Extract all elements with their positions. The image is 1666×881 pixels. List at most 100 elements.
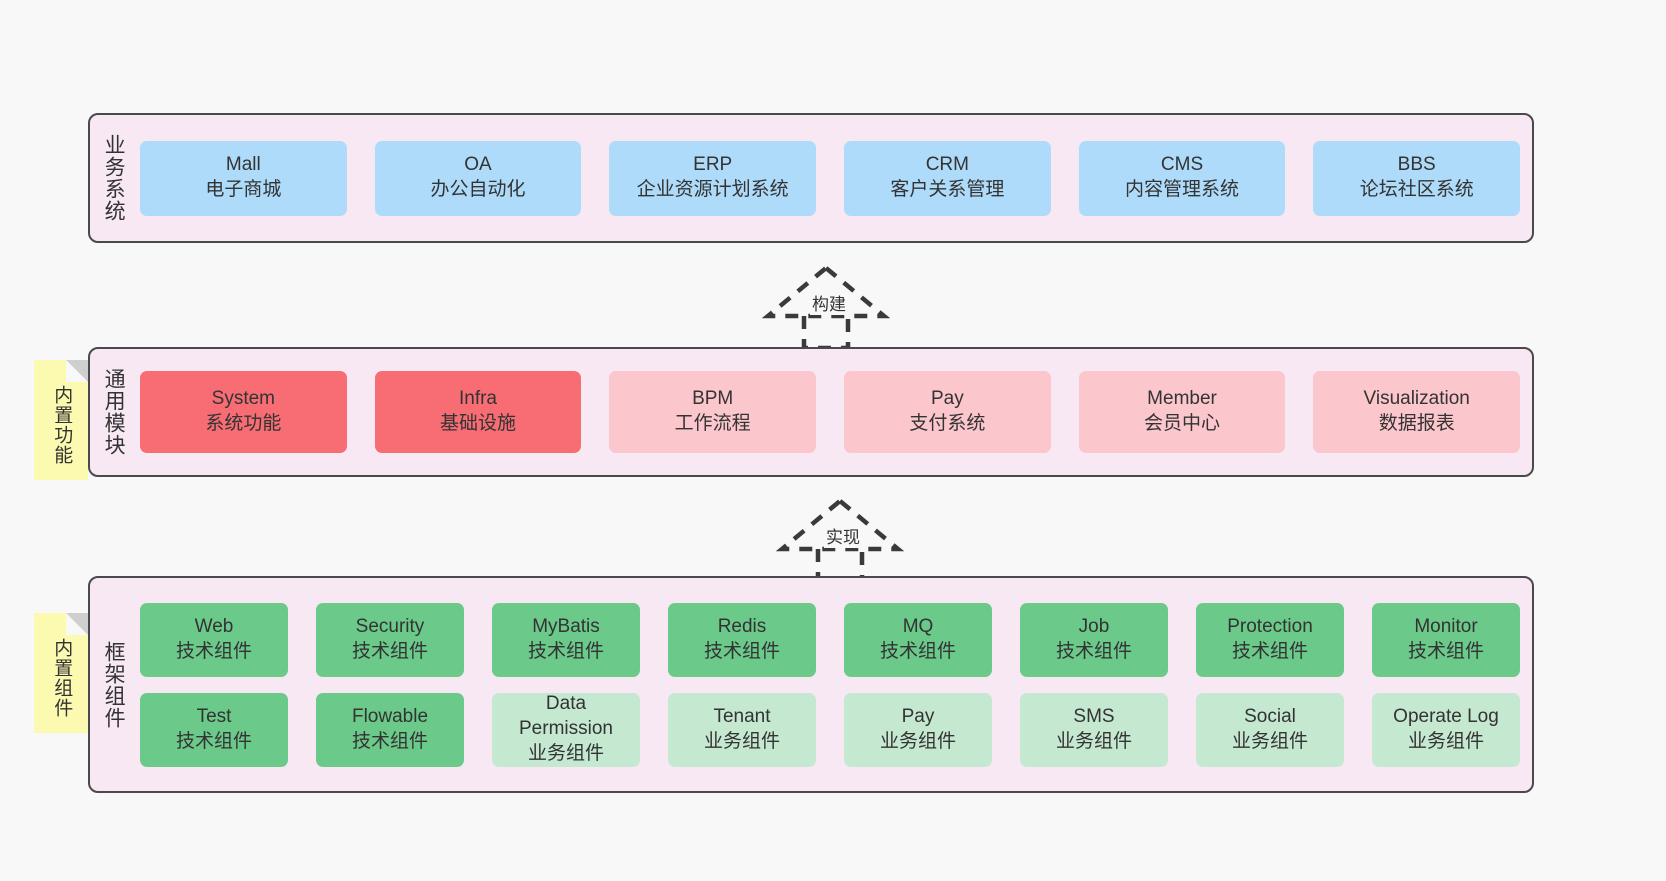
- layer-body-business-system: Mall 电子商城 OA 办公自动化 ERP 企业资源计划系统 CRM 客户关系…: [136, 115, 1532, 241]
- node-row: System 系统功能 Infra 基础设施 BPM 工作流程 Pay 支付系统…: [140, 371, 1521, 453]
- node-title: CMS: [1160, 154, 1204, 176]
- node-erp[interactable]: ERP 企业资源计划系统: [609, 140, 817, 216]
- node-tenant[interactable]: Tenant 业务组件: [668, 692, 816, 767]
- node-title: BPM: [692, 388, 734, 410]
- node-flowable[interactable]: Flowable 技术组件: [316, 692, 464, 767]
- sticky-note-builtin-function: 内置功能: [34, 360, 88, 480]
- node-system[interactable]: System 系统功能: [140, 371, 347, 453]
- node-subtitle: 数据报表: [1378, 413, 1455, 434]
- node-title: Mall: [225, 154, 261, 176]
- node-title: Job: [1078, 615, 1110, 637]
- node-job[interactable]: Job 技术组件: [1020, 602, 1168, 677]
- layer-framework-component[interactable]: 框架组件 Web 技术组件 Security 技术组件 MyBatis 技术组件…: [88, 576, 1534, 793]
- node-subtitle: 客户关系管理: [890, 179, 1005, 200]
- node-security[interactable]: Security 技术组件: [316, 602, 464, 677]
- node-subtitle: 工作流程: [674, 413, 751, 434]
- node-pay-component[interactable]: Pay 业务组件: [844, 692, 992, 767]
- node-web[interactable]: Web 技术组件: [140, 602, 288, 677]
- node-title: Monitor: [1414, 615, 1478, 637]
- node-mall[interactable]: Mall 电子商城: [140, 140, 347, 216]
- layer-common-module[interactable]: 通用模块 System 系统功能 Infra 基础设施 BPM 工作流程 Pay…: [88, 347, 1534, 477]
- node-crm[interactable]: CRM 客户关系管理: [844, 140, 1051, 216]
- node-redis[interactable]: Redis 技术组件: [668, 602, 816, 677]
- node-subtitle: 企业资源计划系统: [636, 179, 789, 200]
- node-pay-module[interactable]: Pay 支付系统: [844, 371, 1051, 453]
- node-subtitle: 内容管理系统: [1125, 179, 1240, 200]
- node-mybatis[interactable]: MyBatis 技术组件: [492, 602, 640, 677]
- node-title: Redis: [717, 615, 767, 637]
- layer-body-framework-component: Web 技术组件 Security 技术组件 MyBatis 技术组件 Redi…: [136, 578, 1532, 791]
- node-visualization[interactable]: Visualization 数据报表: [1313, 371, 1521, 453]
- layer-title-common-module: 通用模块: [102, 368, 126, 456]
- node-title: Test: [196, 705, 232, 727]
- node-social[interactable]: Social 业务组件: [1196, 692, 1344, 767]
- node-protection[interactable]: Protection 技术组件: [1196, 602, 1344, 677]
- node-title: MQ: [902, 615, 934, 637]
- node-subtitle: 系统功能: [205, 413, 282, 434]
- node-subtitle: 论坛社区系统: [1359, 179, 1474, 200]
- node-subtitle: 技术组件: [1231, 640, 1308, 662]
- node-subtitle: 技术组件: [351, 640, 428, 662]
- connector-build: 构建: [758, 262, 908, 351]
- node-title: Member: [1147, 388, 1217, 410]
- node-row: Web 技术组件 Security 技术组件 MyBatis 技术组件 Redi…: [140, 602, 1520, 677]
- layer-business-system[interactable]: 业务系统 Mall 电子商城 OA 办公自动化 ERP 企业资源计划系统 CRM…: [88, 113, 1534, 243]
- node-title: ERP: [693, 154, 733, 176]
- node-bpm[interactable]: BPM 工作流程: [609, 371, 817, 453]
- connector-label-implement: 实现: [824, 523, 862, 548]
- node-title: BBS: [1397, 154, 1436, 176]
- node-monitor[interactable]: Monitor 技术组件: [1372, 602, 1520, 677]
- node-title: Operate Log: [1393, 705, 1499, 727]
- node-subtitle: 业务组件: [879, 730, 956, 752]
- sticky-note-builtin-component: 内置组件: [34, 613, 88, 733]
- node-title: Security: [355, 615, 425, 637]
- node-subtitle: 技术组件: [351, 730, 428, 752]
- node-title: Flowable: [351, 705, 429, 727]
- layer-title-business-system: 业务系统: [102, 134, 126, 222]
- layer-body-common-module: System 系统功能 Infra 基础设施 BPM 工作流程 Pay 支付系统…: [136, 349, 1532, 475]
- node-mq[interactable]: MQ 技术组件: [844, 602, 992, 677]
- node-operate-log[interactable]: Operate Log 业务组件: [1372, 692, 1520, 767]
- node-data-permission[interactable]: Data Permission 业务组件: [492, 692, 640, 767]
- node-subtitle: 业务组件: [1407, 730, 1484, 752]
- node-row: Mall 电子商城 OA 办公自动化 ERP 企业资源计划系统 CRM 客户关系…: [140, 140, 1521, 216]
- node-subtitle: 业务组件: [703, 730, 780, 752]
- node-subtitle: 办公自动化: [430, 179, 526, 200]
- connector-label-build: 构建: [810, 290, 848, 315]
- layer-title-framework-component: 框架组件: [102, 640, 126, 729]
- node-title: Infra: [458, 388, 498, 410]
- node-subtitle: 技术组件: [1055, 640, 1132, 662]
- node-title: SMS: [1073, 705, 1115, 727]
- node-title: Protection: [1227, 615, 1313, 637]
- node-subtitle: 业务组件: [1055, 730, 1132, 752]
- node-title: Tenant: [713, 705, 771, 727]
- node-subtitle: 电子商城: [205, 179, 282, 200]
- node-member[interactable]: Member 会员中心: [1078, 371, 1286, 453]
- node-title: OA: [464, 154, 492, 176]
- node-sms[interactable]: SMS 业务组件: [1020, 692, 1168, 767]
- node-bbs[interactable]: BBS 论坛社区系统: [1313, 140, 1521, 216]
- node-subtitle: 支付系统: [909, 413, 986, 434]
- node-title: Pay: [930, 388, 964, 410]
- sticky-note-label: 内置功能: [51, 385, 73, 465]
- node-title: System: [211, 388, 276, 410]
- node-subtitle: 技术组件: [175, 730, 252, 752]
- node-test[interactable]: Test 技术组件: [140, 692, 288, 767]
- node-title: Visualization: [1363, 388, 1470, 410]
- node-subtitle: 技术组件: [879, 640, 956, 662]
- node-row: Test 技术组件 Flowable 技术组件 Data Permission …: [140, 692, 1520, 767]
- node-oa[interactable]: OA 办公自动化: [374, 140, 582, 216]
- node-title: MyBatis: [532, 615, 600, 637]
- node-subtitle: 技术组件: [175, 640, 252, 662]
- node-title: Pay: [901, 705, 935, 727]
- sticky-note-label: 内置组件: [51, 638, 73, 718]
- node-title: Social: [1244, 705, 1296, 727]
- node-cms[interactable]: CMS 内容管理系统: [1078, 140, 1286, 216]
- node-subtitle: 业务组件: [527, 742, 604, 764]
- node-subtitle: 技术组件: [527, 640, 604, 662]
- node-infra[interactable]: Infra 基础设施: [374, 371, 582, 453]
- node-title: Data Permission: [519, 693, 613, 740]
- node-subtitle: 会员中心: [1144, 413, 1221, 434]
- node-subtitle: 技术组件: [703, 640, 780, 662]
